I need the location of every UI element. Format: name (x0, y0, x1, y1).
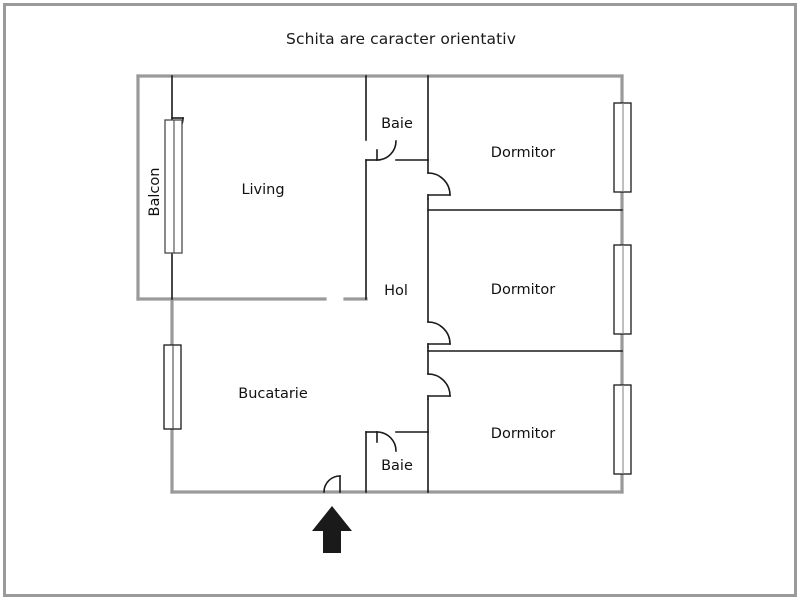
door-arc-dormitor-1 (427, 172, 451, 196)
door-arc-baie-sus (376, 140, 397, 161)
door-arc-entrance (323, 475, 341, 493)
door-arc-dormitor-3 (427, 373, 451, 397)
windows (163, 102, 632, 475)
interior-walls (165, 75, 623, 493)
entrance-direction-arrow (312, 506, 352, 553)
door-arc-baie-jos (376, 431, 397, 452)
exterior-walls (136, 74, 624, 494)
page-title: Schita are caracter orientativ (286, 30, 516, 48)
door-arc-dormitor-2 (427, 321, 451, 345)
arrow-up-icon (312, 506, 352, 553)
page-border (3, 3, 797, 597)
